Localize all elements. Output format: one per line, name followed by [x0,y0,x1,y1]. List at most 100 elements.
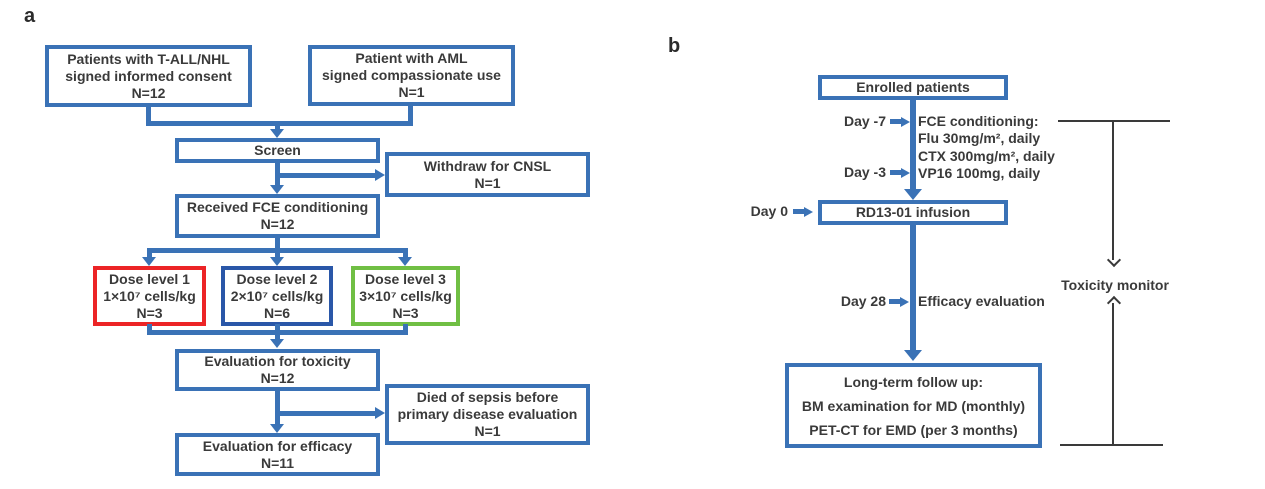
panel-b-label: b [668,35,681,57]
arrowhead-right-icon [901,117,910,127]
box-line: signed compassionate use [322,67,501,83]
connector-line [147,251,152,257]
box-line: N=12 [131,84,166,101]
box-eval-toxicity: Evaluation for toxicity N=12 [175,349,380,391]
toxicity-bracket-line [1058,120,1170,122]
connector-line [146,103,151,123]
connector-line [147,248,408,253]
box-line: N=11 [260,454,295,471]
panel-a-label: a [24,5,36,27]
label-day-28: Day 28 [840,293,886,309]
conditioning-line: CTX 300mg/m², daily [918,147,1055,164]
box-line: PET-CT for EMD (per 3 months) [809,421,1018,438]
timeline-spine [910,98,916,190]
arrowhead-down-icon [398,257,412,266]
toxicity-bracket-line [1060,444,1163,446]
timeline-arrow [890,170,901,175]
timeline-arrow [793,209,804,214]
box-line: N=3 [136,304,163,321]
box-long-term-followup: Long-term follow up: BM examination for … [785,363,1042,448]
box-line: Dose level 3 [365,270,446,287]
box-line: Dose level 2 [236,270,318,287]
box-died-sepsis: Died of sepsis before primary disease ev… [385,384,590,445]
box-line: primary disease evaluation [397,406,578,422]
arrowhead-down-icon [904,189,922,200]
box-line: 3×10⁷ cells/kg [359,287,452,304]
box-line: 2×10⁷ cells/kg [230,287,324,304]
label-day-minus-3: Day -3 [843,164,886,180]
box-line: N=1 [474,174,501,191]
box-dose-level-3: Dose level 3 3×10⁷ cells/kg N=3 [351,266,460,326]
timeline-arrow [890,119,901,124]
box-line: Evaluation for toxicity [204,353,351,369]
box-line: N=1 [474,423,501,439]
toxicity-bracket-line [1112,120,1114,260]
connector-line [275,324,280,335]
box-line: Patients with T-ALL/NHL [67,50,230,67]
conditioning-text: FCE conditioning: Flu 30mg/m², daily CTX… [918,113,1055,183]
box-line: Enrolled patients [856,79,970,95]
connector-line [275,251,280,257]
conditioning-line: VP16 100mg, daily [918,165,1041,182]
arrowhead-down-icon [142,257,156,266]
arrowhead-down-icon [270,185,284,194]
label-day-0: Day 0 [750,203,788,219]
box-aml-compassionate: Patient with AML signed compassionate us… [308,45,515,106]
box-enrolled-patients: Enrolled patients [818,75,1008,100]
connector-line [403,251,408,257]
toxicity-monitor-label: Toxicity monitor [1061,277,1169,293]
arrowhead-right-icon [900,297,909,307]
box-tall-nhl-consent: Patients with T-ALL/NHL signed informed … [45,45,252,107]
box-line: N=12 [260,370,295,386]
connector-line [147,324,152,335]
box-received-fce: Received FCE conditioning N=12 [175,194,380,238]
box-line: Screen [254,142,301,158]
box-line: N=1 [398,84,425,100]
arrowhead-right-icon [901,168,910,178]
box-rd13-infusion: RD13-01 infusion [818,200,1008,225]
box-line: signed informed consent [65,67,232,84]
box-dose-level-1: Dose level 1 1×10⁷ cells/kg N=3 [93,266,206,326]
label-efficacy-evaluation: Efficacy evaluation [918,293,1045,309]
box-line: RD13-01 infusion [855,204,971,220]
box-line: N=12 [260,216,295,232]
box-line: BM examination for MD (monthly) [801,397,1026,414]
arrowhead-down-icon [270,424,284,433]
box-line: Dose level 1 [109,270,190,287]
connector-line [275,333,280,340]
connector-line [275,388,280,425]
box-line: Died of sepsis before [416,389,559,405]
arrowhead-down-icon [270,129,284,138]
arrowhead-right-icon [375,407,385,419]
box-line: Evaluation for efficacy [202,437,353,454]
box-withdraw-cnsl: Withdraw for CNSL N=1 [385,152,590,197]
arrowhead-right-icon [804,207,813,217]
arrowhead-down-icon [270,257,284,266]
toxicity-bracket-line [1112,303,1114,445]
box-dose-level-2: Dose level 2 2×10⁷ cells/kg N=6 [221,266,333,326]
box-line: N=6 [263,304,291,321]
box-line: Patient with AML [355,50,468,66]
connector-line [408,102,413,123]
arrowhead-right-icon [375,169,385,181]
arrowhead-down-icon [270,339,284,348]
connector-line [275,121,280,130]
conditioning-line: Flu 30mg/m², daily [918,130,1041,147]
box-line: 1×10⁷ cells/kg [103,287,196,304]
label-day-minus-7: Day -7 [843,113,886,129]
connector-line [147,330,408,335]
timeline-spine [910,223,916,350]
connector-line [277,173,375,178]
timeline-arrow [889,299,900,304]
box-line: Withdraw for CNSL [423,157,552,174]
connector-line [403,324,408,335]
arrowhead-down-icon [904,350,922,361]
box-eval-efficacy: Evaluation for efficacy N=11 [175,433,380,476]
connector-line [277,411,375,416]
box-line: N=3 [392,304,419,321]
chevron-down-icon [1106,252,1122,268]
connector-line [275,236,280,252]
conditioning-line: FCE conditioning: [918,113,1039,129]
chevron-up-icon [1106,295,1122,311]
